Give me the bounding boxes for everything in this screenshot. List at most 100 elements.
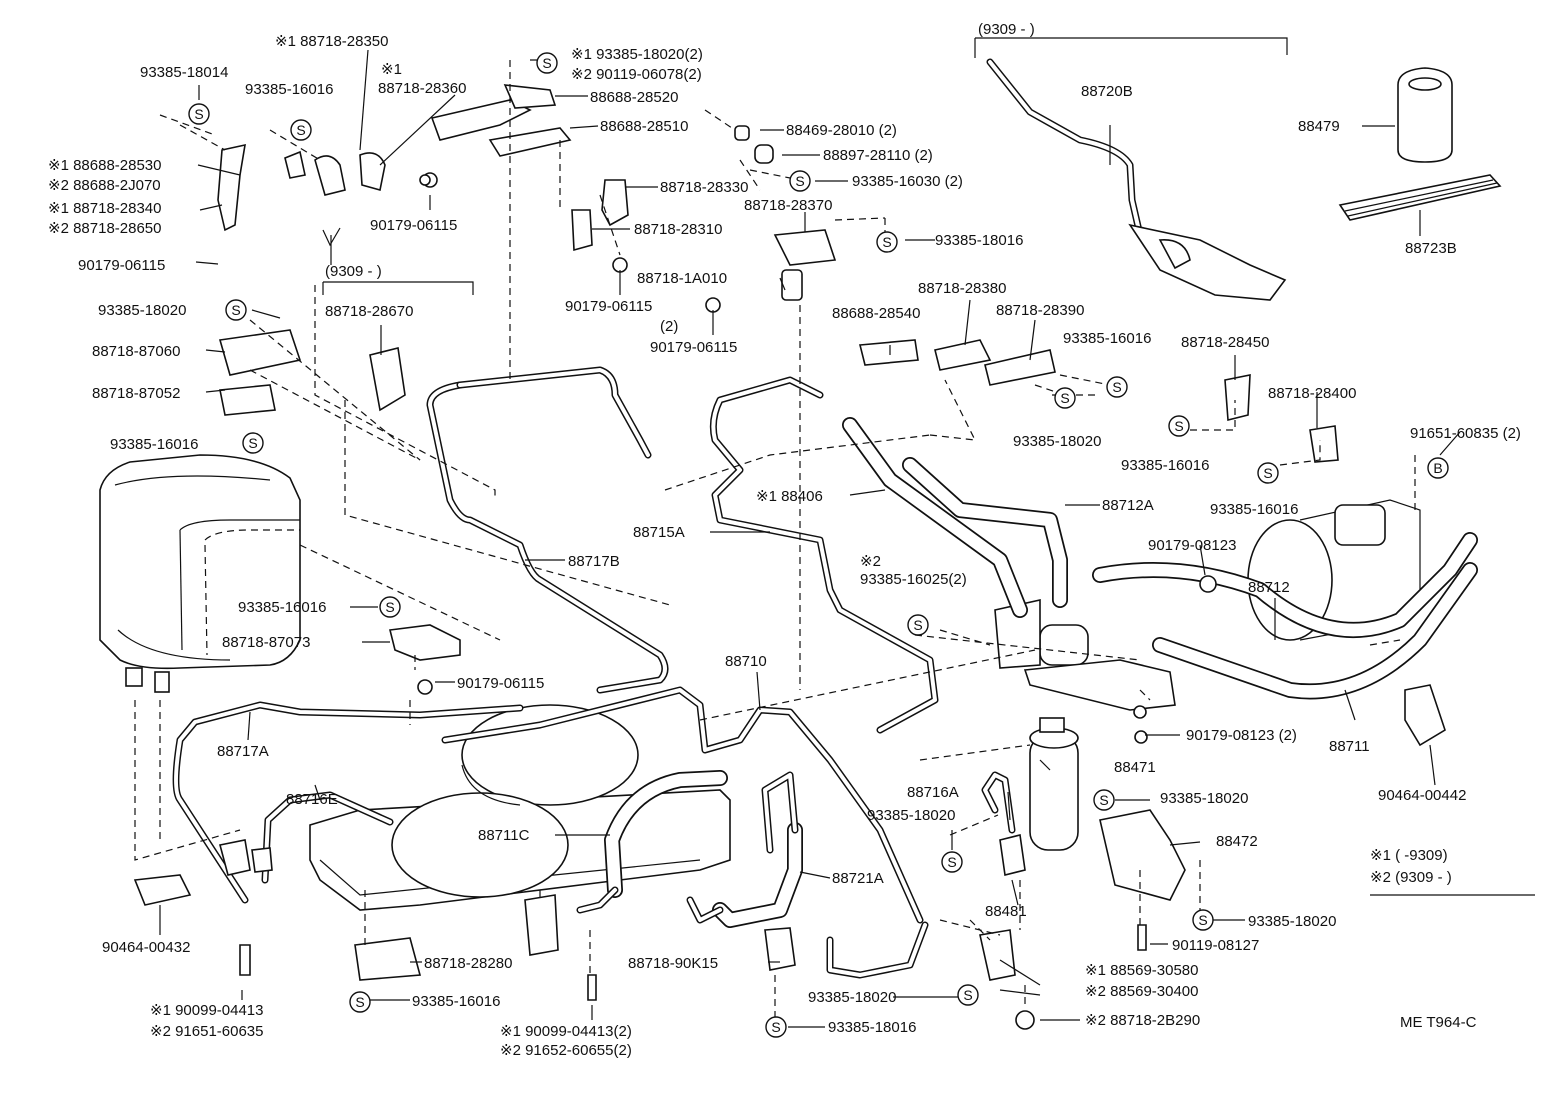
label-88688-2J070: ※2 88688-2J070 (48, 177, 161, 194)
label-mark1-a: ※1 (381, 61, 402, 78)
svg-text:S: S (355, 994, 364, 1010)
label-88481: 88481 (985, 903, 1027, 920)
label-90179-08123: 90179-08123 (1148, 537, 1236, 554)
svg-text:S: S (194, 106, 203, 122)
label-93385-18020-d: 93385-18020 (867, 807, 955, 824)
label-88717B: 88717B (568, 553, 620, 570)
label-90179-08123-2: 90179-08123 (2) (1186, 727, 1297, 744)
symbol-s20: S (765, 1016, 787, 1038)
pipes (172, 58, 1144, 924)
label-91651-60835: 91651-60835 (2) (1410, 425, 1521, 442)
symbol-s19: S (349, 991, 371, 1013)
symbol-s16: S (941, 851, 963, 873)
label-93385-16025: 93385-16025(2) (860, 571, 967, 588)
label-88688-28520: 88688-28520 (590, 89, 678, 106)
svg-text:B: B (1433, 460, 1442, 476)
label-88718-28450: 88718-28450 (1181, 334, 1269, 351)
label-88472: 88472 (1216, 833, 1258, 850)
evaporator-unit (99, 454, 301, 693)
label-legend-mark2: ※2 (9309 - ) (1370, 869, 1452, 886)
label-90464-00442: 90464-00442 (1378, 787, 1466, 804)
label-88718-87073: 88718-87073 (222, 634, 310, 651)
symbol-s2: S (290, 119, 312, 141)
label-93385-18020-a: 93385-18020 (98, 302, 186, 319)
label-88718-87052: 88718-87052 (92, 385, 180, 402)
label-93385-18020-2: ※1 93385-18020(2) (571, 46, 703, 63)
brackets-and-clamps (133, 84, 1446, 1030)
label-mark2-a: ※2 (860, 553, 881, 570)
symbol-s18: S (957, 984, 979, 1006)
label-90179-06115-e: 90179-06115 (457, 675, 544, 692)
label-88718-28650: ※2 88718-28650 (48, 220, 162, 237)
label-strip-88723B (1338, 174, 1502, 221)
label-88716A: 88716A (907, 784, 959, 801)
label-90119-08127: 90119-08127 (1172, 937, 1259, 954)
svg-text:S: S (947, 854, 956, 870)
label-90099-04413: ※1 90099-04413 (150, 1002, 264, 1019)
symbol-s12: B (1427, 457, 1449, 479)
symbol-s7: S (242, 432, 264, 454)
label-88718-90K15: 88718-90K15 (628, 955, 718, 972)
diagram-code: ME T964-C (1400, 1014, 1477, 1031)
svg-text:S: S (1099, 792, 1108, 808)
svg-text:S: S (1060, 390, 1069, 406)
date-range-brackets (322, 37, 1535, 896)
label-88718-28390: 88718-28390 (996, 302, 1084, 319)
symbol-s15: S (1093, 789, 1115, 811)
label-88688-28510: 88688-28510 (600, 118, 688, 135)
label-88688-28530: ※1 88688-28530 (48, 157, 162, 174)
label-93385-16016-c: 93385-16016 (1063, 330, 1151, 347)
svg-text:S: S (1174, 418, 1183, 434)
svg-text:S: S (231, 302, 240, 318)
symbol-s9: S (1054, 387, 1076, 409)
label-90179-06115-a: 90179-06115 (370, 217, 457, 234)
label-88718-28370: 88718-28370 (744, 197, 832, 214)
svg-text:S: S (1263, 465, 1272, 481)
leader-lines (159, 49, 1461, 1028)
label-88569-30400: ※2 88569-30400 (1085, 983, 1199, 1000)
symbol-s14: S (907, 614, 929, 636)
symbol-s17: S (1192, 909, 1214, 931)
label-90119-06078: ※2 90119-06078(2) (571, 66, 702, 83)
svg-text:S: S (963, 987, 972, 1003)
label-88688-28540: 88688-28540 (832, 305, 920, 322)
symbol-s13: S (379, 596, 401, 618)
receiver-tank (1029, 717, 1079, 851)
label-88718-2B290: ※2 88718-2B290 (1085, 1012, 1200, 1029)
symbol-s8: S (1106, 376, 1128, 398)
svg-text:S: S (913, 617, 922, 633)
label-88711C: 88711C (478, 827, 530, 844)
svg-text:S: S (1198, 912, 1207, 928)
label-88718-28360: 88718-28360 (378, 80, 466, 97)
label-88897-28110: 88897-28110 (2) (823, 147, 933, 164)
hoses (576, 417, 1478, 979)
label-qty-2: (2) (660, 318, 678, 335)
symbol-s11: S (1257, 462, 1279, 484)
label-93385-18020-e: 93385-18020 (1248, 913, 1336, 930)
svg-text:S: S (1112, 379, 1121, 395)
label-date-range-left: (9309 - ) (325, 263, 382, 280)
label-88406: ※1 88406 (756, 488, 823, 505)
svg-text:S: S (542, 55, 551, 71)
label-88711: 88711 (1329, 738, 1370, 755)
label-93385-16030: 93385-16030 (2) (852, 173, 963, 190)
label-88471: 88471 (1114, 759, 1156, 776)
svg-text:S: S (385, 599, 394, 615)
label-88469-28010: 88469-28010 (2) (786, 122, 897, 139)
expansion-valve (994, 599, 1176, 711)
label-88718-28350: ※1 88718-28350 (275, 33, 389, 50)
label-88717A: 88717A (217, 743, 269, 760)
label-93385-18020-f: 93385-18020 (808, 989, 896, 1006)
label-93385-16016-g: 93385-16016 (412, 993, 500, 1010)
symbol-s6: S (225, 299, 247, 321)
label-88710: 88710 (725, 653, 767, 670)
label-88720B: 88720B (1081, 83, 1133, 100)
svg-text:S: S (882, 234, 891, 250)
circled-symbols: S S S S S S S S S S S B S S S S S S S S (188, 52, 1449, 1038)
label-90179-06115-d: 90179-06115 (650, 339, 737, 356)
label-88569-30580: ※1 88569-30580 (1085, 962, 1199, 979)
label-93385-16016-a: 93385-16016 (245, 81, 333, 98)
label-88718-28280: 88718-28280 (424, 955, 512, 972)
label-93385-18016-b: 93385-18016 (828, 1019, 916, 1036)
